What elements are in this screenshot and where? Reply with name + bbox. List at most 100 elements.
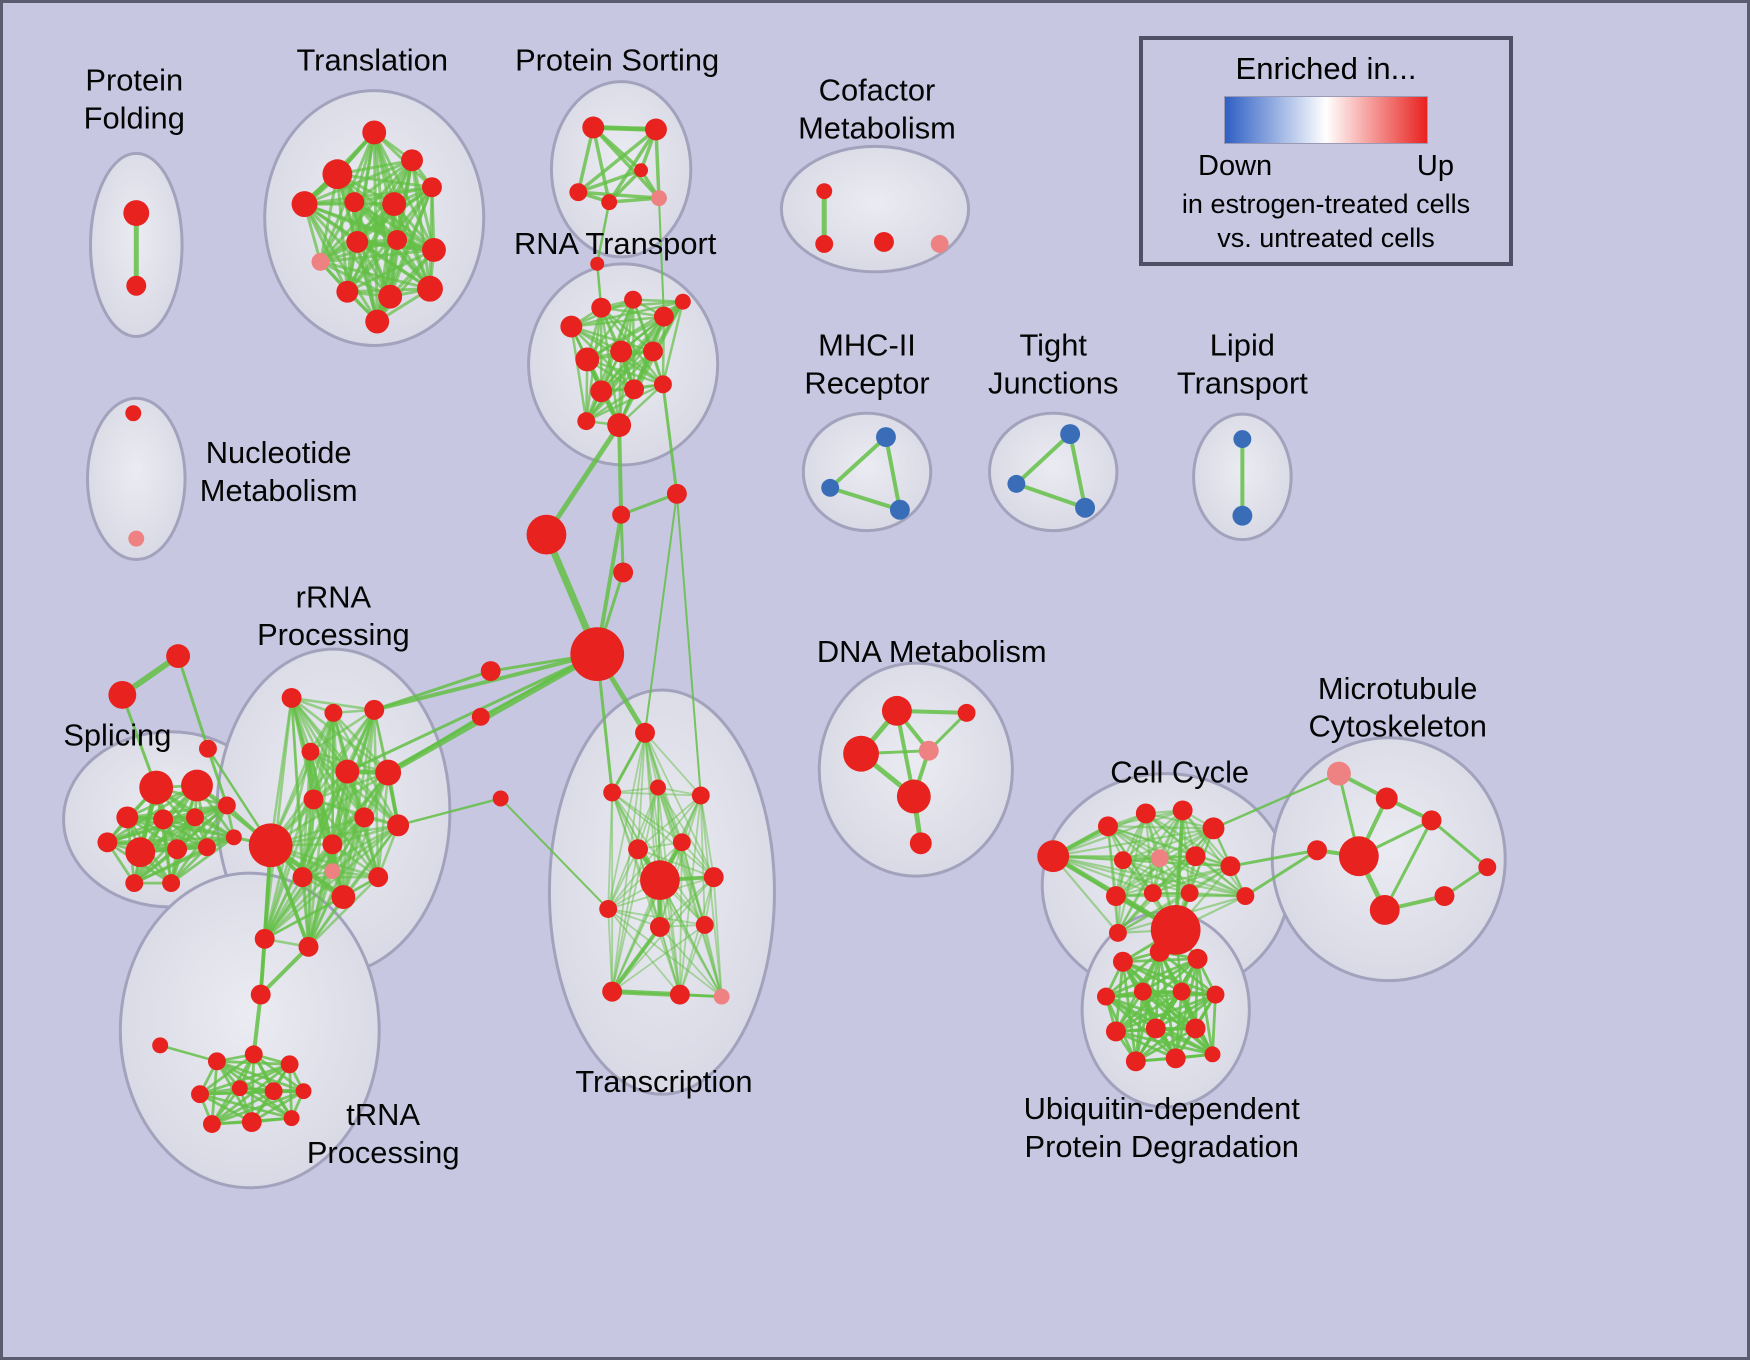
network-edge [1134,1027,1197,1063]
network-edge [611,786,659,993]
network-edge [678,794,702,996]
gene-set-node [1478,858,1497,877]
gene-set-node [610,340,633,363]
network-edge [1121,960,1217,996]
gene-set-node [1145,1018,1166,1039]
network-edge [1212,772,1341,830]
gene-set-node [291,191,318,218]
network-edge [661,315,666,386]
gene-set-node [116,806,139,829]
gene-set-node [152,1037,169,1054]
network-edge [303,202,379,324]
network-edge [410,158,432,291]
gene-set-node [336,280,359,303]
cluster-label-microtubule-cytoskeleton: Microtubule [1318,671,1478,706]
cluster-label-ubiquitin: Ubiquitin-dependent [1024,1091,1301,1126]
gene-set-node [672,833,691,852]
gene-set-node [590,380,613,403]
network-edge [585,383,665,423]
gene-set-node [1206,985,1225,1004]
gene-set-node [378,284,403,309]
cluster-label-tight-junctions: Tight [1019,327,1087,362]
gene-set-node [480,661,501,681]
network-edge [169,835,236,885]
gene-set-node [875,427,896,448]
network-edge [158,1044,219,1063]
network-edge [1151,865,1232,895]
network-edge [331,816,366,873]
network-edge [1141,957,1199,994]
network-edge [396,797,502,827]
network-edge [610,731,647,794]
gene-set-node [365,309,390,334]
gene-set-node [1060,424,1081,445]
gene-set-node [703,867,724,888]
network-edge [198,1052,256,1096]
gene-set-node [1133,982,1152,1001]
network-edge [210,1089,305,1126]
network-edge [1188,891,1247,898]
network-edge [309,750,380,879]
cluster-label-tight-junctions: Junctions [988,365,1118,400]
network-edge [659,926,681,996]
network-edge [345,248,436,294]
cluster-label-mhc-ii-receptor: MHC-II [818,327,916,362]
gene-set-node [324,703,343,722]
network-edge [607,196,661,204]
gene-set-node [108,680,137,709]
legend-subtitle: in estrogen-treated cells vs. untreated … [1182,187,1470,255]
network-edge [312,771,390,801]
network-edge [238,1062,291,1090]
network-edge [1134,990,1145,1063]
network-edge [263,824,400,941]
gene-set-node [471,707,490,726]
network-edge [303,202,349,294]
network-edge [576,168,643,194]
network-edge [263,875,304,941]
network-edge [345,652,599,774]
gene-set-node [362,120,387,145]
network-edge [132,835,236,885]
network-edge [654,127,661,200]
network-edge [1052,855,1120,934]
gene-set-node [225,829,242,846]
gene-set-node [874,231,894,252]
gene-set-node [669,984,690,1005]
gene-set-node [198,838,216,857]
network-edge [312,708,376,801]
gene-set-node [1105,886,1126,906]
network-edge [610,924,662,994]
gene-set-node [1369,895,1400,925]
gene-set-node [569,183,588,202]
network-edge [661,300,685,386]
network-edge [1228,848,1319,868]
network-edge [619,300,685,353]
network-edge [576,127,658,194]
nodes-layer [97,116,1497,1133]
gene-set-node [821,478,840,497]
network-edge [1196,957,1214,1056]
gene-set-node [1220,856,1241,877]
network-edge [657,197,665,318]
network-edge [712,876,723,998]
network-edge [1114,993,1217,1033]
gene-set-node [254,928,275,949]
cluster-label-lipid-transport: Lipid [1210,327,1275,362]
gene-set-node [264,1082,283,1101]
gene-set-node [526,514,567,555]
cluster-label-splicing: Splicing [63,718,171,753]
gene-set-node [198,739,217,758]
network-edge [1158,857,1247,898]
network-edge [309,750,366,819]
gene-set-node [591,297,612,318]
gene-set-node [577,412,596,431]
network-edge [607,848,639,910]
network-edge [269,708,376,847]
network-edge [1154,1027,1214,1056]
cluster-label-dna-metabolism: DNA Metabolism [817,634,1047,669]
gene-set-node [422,177,442,198]
gene-set-node [283,1110,300,1127]
network-edge [263,798,315,941]
